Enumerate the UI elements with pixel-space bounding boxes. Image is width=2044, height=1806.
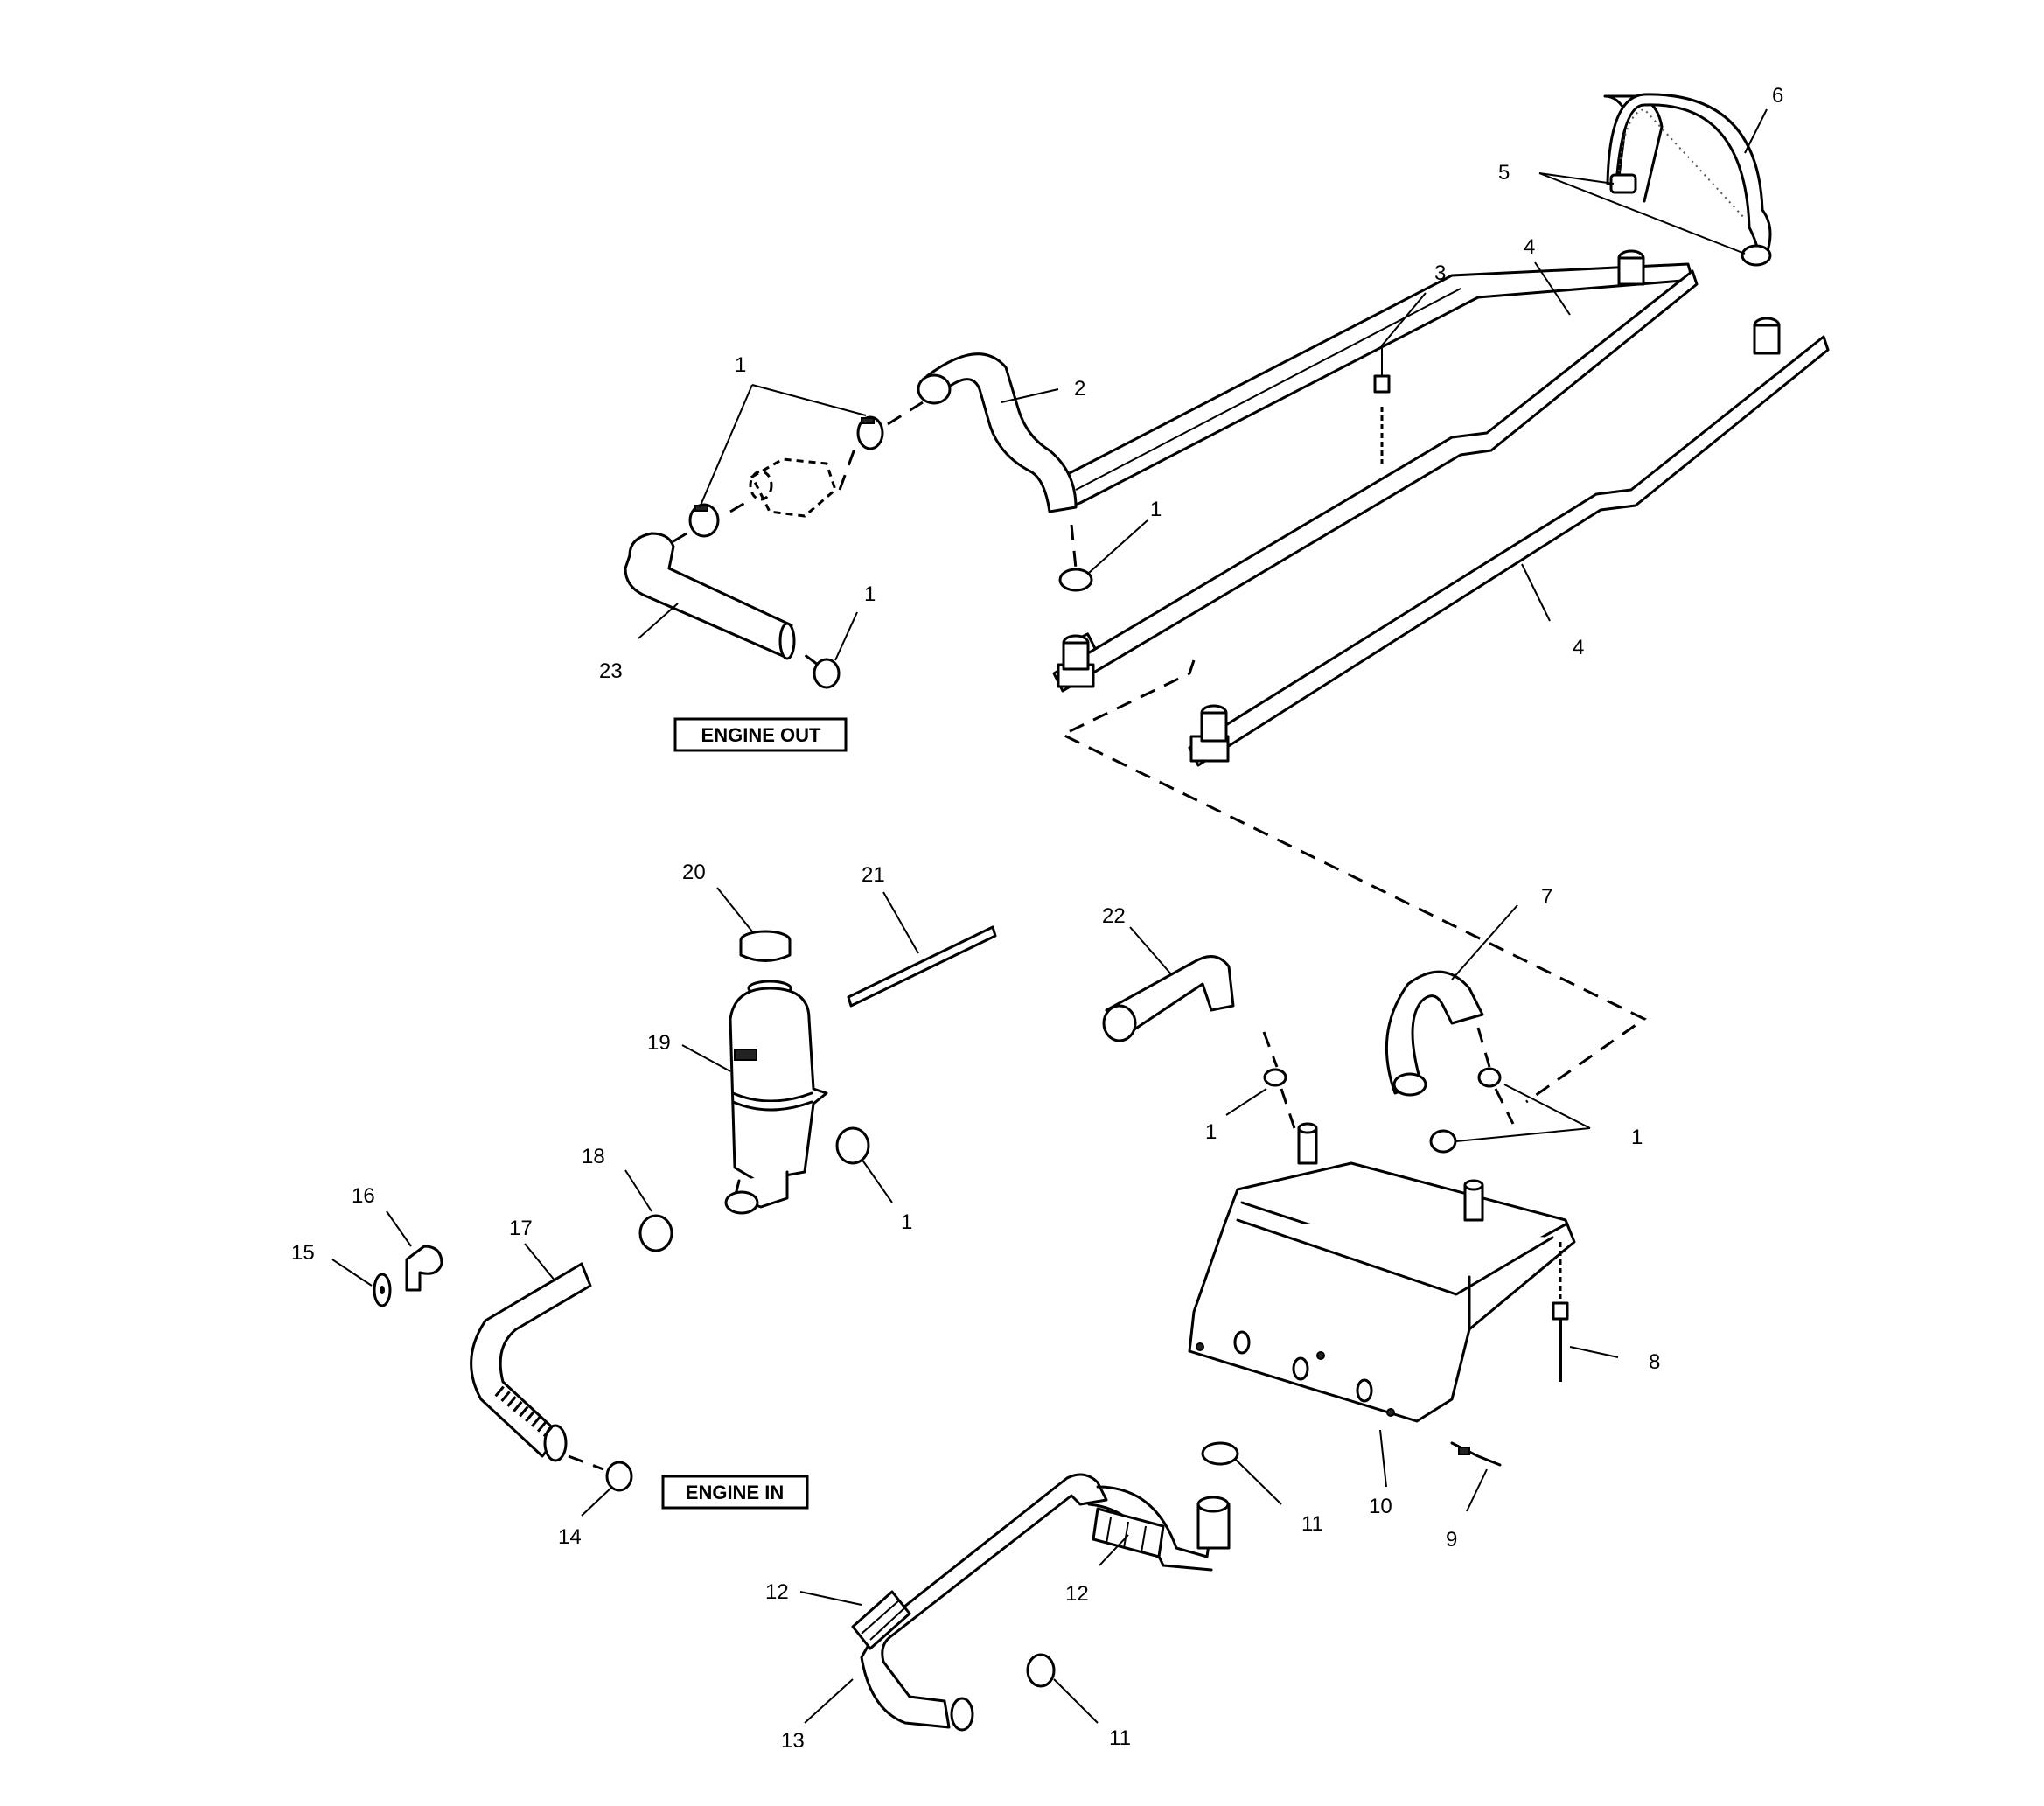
callout-4b: 4 <box>1573 636 1584 659</box>
small-clamp-5b <box>1741 244 1772 267</box>
callout-1e: 1 <box>1631 1126 1643 1149</box>
callout-11a: 11 <box>1301 1512 1323 1536</box>
tank-cap-20 <box>739 930 792 962</box>
inlet-fitting-12 <box>1196 1496 1231 1550</box>
small-clamp-5a <box>1609 173 1637 194</box>
thermostat-housing-ghost <box>749 457 837 518</box>
engine-out-text: ENGINE OUT <box>701 724 821 746</box>
outlet-hose-23 <box>624 532 796 660</box>
hose-clamp-14 <box>605 1461 633 1492</box>
hose-7 <box>1385 970 1484 1097</box>
heat-exchanger-lower <box>1188 317 1830 767</box>
callout-21: 21 <box>862 863 885 887</box>
callout-12b: 12 <box>1065 1582 1089 1606</box>
hose-clamp-d <box>813 658 841 689</box>
hose-clamp-c <box>1058 568 1093 592</box>
heat-exchanger-10 <box>1188 1122 1576 1423</box>
hose-clamp-11b <box>1026 1653 1056 1688</box>
inlet-hose-17 <box>470 1262 592 1462</box>
callout-5: 5 <box>1498 161 1510 185</box>
callout-18: 18 <box>582 1145 605 1168</box>
callout-3: 3 <box>1434 261 1446 285</box>
engine-out-label: ENGINE OUT <box>673 717 848 752</box>
hose-assembly-13 <box>860 1473 1213 1732</box>
engine-in-text: ENGINE IN <box>686 1482 784 1503</box>
hose-clamp-a <box>856 415 884 450</box>
callout-19: 19 <box>647 1031 671 1055</box>
callout-8: 8 <box>1649 1350 1660 1374</box>
callout-14: 14 <box>558 1525 582 1549</box>
expansion-tank-19 <box>724 980 828 1215</box>
callout-22: 22 <box>1102 904 1126 928</box>
overflow-tube-21 <box>847 925 997 1008</box>
bolt-3 <box>1373 345 1391 464</box>
callout-1a: 1 <box>735 353 746 377</box>
callout-7: 7 <box>1541 885 1552 909</box>
callout-12a: 12 <box>765 1580 789 1604</box>
callout-4a: 4 <box>1524 235 1535 259</box>
hose-22 <box>1102 955 1235 1042</box>
heat-exchanger-upper <box>1052 249 1699 693</box>
callout-17: 17 <box>509 1217 533 1240</box>
callout-23: 23 <box>599 659 623 683</box>
callout-20: 20 <box>682 861 706 884</box>
callout-10: 10 <box>1369 1495 1392 1518</box>
washer-15 <box>373 1273 392 1307</box>
p-clip-16 <box>405 1245 443 1292</box>
upper-hose-2 <box>917 352 1078 513</box>
callout-1d: 1 <box>1205 1120 1217 1144</box>
hose-clamp-b <box>688 503 720 538</box>
hose-clamp-18 <box>638 1214 673 1252</box>
hose-clamp-7a <box>1477 1067 1502 1088</box>
tank-clamp-1 <box>835 1126 870 1165</box>
hose-clamp-22 <box>1263 1068 1287 1087</box>
callout-1f: 1 <box>901 1210 912 1234</box>
hose-clamp-7b <box>1429 1129 1457 1154</box>
callout-9: 9 <box>1446 1528 1457 1551</box>
callout-1b: 1 <box>1150 498 1162 521</box>
hose-clamp-11a <box>1201 1441 1239 1466</box>
bolt-8 <box>1552 1242 1569 1382</box>
callout-6: 6 <box>1772 84 1783 108</box>
corrugated-sleeve-12a <box>851 1590 911 1650</box>
callout-1c: 1 <box>864 582 876 606</box>
callout-numbers: 1 2 1 1 23 3 4 4 5 6 20 21 22 7 19 1 1 1… <box>291 84 1783 1753</box>
corrugated-sleeve-12b <box>1092 1507 1165 1558</box>
screw-9 <box>1450 1441 1502 1467</box>
leader-lines <box>331 108 1768 1724</box>
callout-11b: 11 <box>1109 1726 1131 1750</box>
engine-in-label: ENGINE IN <box>661 1475 809 1510</box>
callout-16: 16 <box>352 1184 375 1208</box>
callout-13: 13 <box>781 1729 805 1753</box>
callout-15: 15 <box>291 1241 315 1265</box>
callout-2: 2 <box>1074 377 1085 401</box>
